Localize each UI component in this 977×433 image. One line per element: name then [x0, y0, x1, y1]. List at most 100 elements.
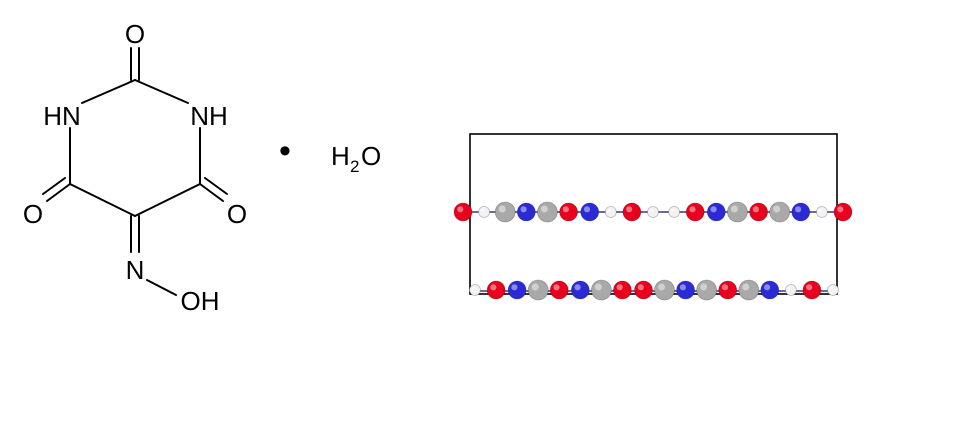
hydrogen-atom-highlight [787, 286, 792, 291]
nitrogen-atom [706, 202, 726, 222]
bond-c4-o-a [199, 183, 224, 202]
oxygen-atom-highlight [752, 206, 760, 213]
nitrogen-atom-highlight [679, 284, 687, 291]
label-carbonyl-left: O [23, 199, 43, 229]
bond-c6-c5 [69, 183, 136, 217]
nitrogen-atom [791, 202, 811, 222]
nitrogen-atom-highlight [795, 206, 802, 213]
oxygen-atom-highlight [490, 284, 497, 291]
oxygen-atom [749, 202, 768, 222]
hydrate-separator: • [279, 132, 291, 170]
oxygen-atom-highlight [837, 206, 844, 213]
molecule-structure: O HN NH O O N OH [23, 19, 247, 316]
oxygen-atom [549, 280, 569, 300]
crystal-view [453, 133, 853, 301]
nitrogen-atom [516, 202, 536, 222]
nitrogen-atom [507, 280, 527, 300]
carbon-atom-highlight [540, 205, 548, 213]
hydrate-h: H [331, 141, 350, 171]
nitrogen-atom-highlight [511, 284, 518, 291]
bond-c6-o-a [46, 183, 71, 202]
hydrogen-atom [647, 206, 659, 218]
oxygen-atom [613, 280, 632, 300]
carbon-atom-highlight [773, 205, 781, 213]
label-nh-right: NH [190, 101, 228, 131]
oxygen-atom-highlight [457, 206, 464, 213]
nitrogen-atom [570, 280, 590, 300]
label-oxime-oh: OH [181, 286, 220, 316]
label-oxime-n: N [126, 255, 145, 285]
oxygen-atom [833, 202, 853, 222]
carbon-atom-highlight [742, 283, 750, 291]
hydrogen-atom [827, 284, 839, 296]
hydrogen-atom [816, 206, 828, 218]
oxygen-atom-highlight [562, 206, 570, 213]
oxygen-atom [685, 202, 705, 222]
hydrogen-atom [785, 284, 797, 296]
oxygen-atom-highlight [806, 284, 813, 291]
bond-c2-n1 [81, 79, 136, 104]
nitrogen-atom [580, 202, 600, 222]
hydrate: • H 2 O [279, 132, 381, 176]
label-carbonyl-top: O [125, 19, 145, 49]
atom-layer-1 [453, 201, 853, 223]
carbon-atom [727, 201, 748, 223]
hydrogen-atom-highlight [818, 208, 823, 213]
oxygen-atom [486, 280, 506, 300]
hydrogen-atom [478, 206, 491, 218]
carbon-atom [738, 279, 760, 301]
bond-c4-o-b [204, 177, 228, 195]
nitrogen-atom-highlight [520, 206, 527, 213]
carbon-atom [591, 279, 612, 301]
carbon-atom-highlight [658, 283, 665, 291]
carbon-atom [494, 201, 516, 223]
bond-c4-c5 [134, 183, 201, 217]
hydrogen-atom-highlight [829, 286, 834, 291]
nitrogen-atom-highlight [574, 284, 581, 291]
carbon-atom [769, 201, 791, 223]
nitrogen-atom-highlight [764, 284, 771, 291]
label-nh-left: HN [43, 101, 81, 131]
oxygen-atom-highlight [626, 206, 633, 213]
oxygen-atom-highlight [721, 284, 729, 291]
oxygen-atom-highlight [637, 284, 644, 291]
hydrogen-atom-highlight [480, 208, 485, 213]
carbon-atom-highlight [498, 205, 506, 213]
carbon-atom [527, 279, 549, 301]
nitrogen-atom-highlight [710, 206, 717, 213]
oxygen-atom-highlight [616, 284, 623, 291]
oxygen-atom-highlight [689, 206, 696, 213]
oxygen-atom [718, 280, 738, 300]
carbon-atom-highlight [730, 205, 738, 213]
carbon-atom-highlight [700, 283, 708, 291]
hydrogen-atom [668, 206, 680, 218]
oxygen-atom [634, 280, 653, 300]
carbon-atom [654, 279, 675, 301]
nitrogen-atom-highlight [583, 206, 591, 213]
atom-layer-2 [469, 279, 839, 301]
bond-c6-o-b [42, 177, 66, 195]
nitrogen-atom [760, 280, 780, 300]
hydrogen-atom-highlight [471, 286, 476, 291]
carbon-atom [537, 201, 558, 223]
hydrogen-atom [469, 284, 481, 296]
nitrogen-atom [676, 280, 695, 300]
hydrate-o: O [361, 141, 381, 171]
hydrogen-atom-highlight [670, 208, 675, 213]
hydrogen-atom-highlight [649, 208, 654, 213]
hydrate-subscript: 2 [350, 157, 359, 176]
carbon-atom-highlight [531, 283, 539, 291]
carbon-atom-highlight [594, 283, 602, 291]
carbon-atom [696, 279, 717, 301]
bond-c2-n3 [134, 79, 189, 104]
oxygen-atom [802, 280, 822, 300]
oxygen-atom [559, 202, 578, 222]
label-carbonyl-right: O [227, 199, 247, 229]
oxygen-atom [453, 202, 473, 222]
hydrogen-atom-highlight [607, 208, 611, 213]
hydrogen-atom [604, 206, 617, 218]
oxygen-atom [622, 202, 642, 222]
oxygen-atom-highlight [553, 284, 560, 291]
bond-n-o [146, 279, 177, 296]
